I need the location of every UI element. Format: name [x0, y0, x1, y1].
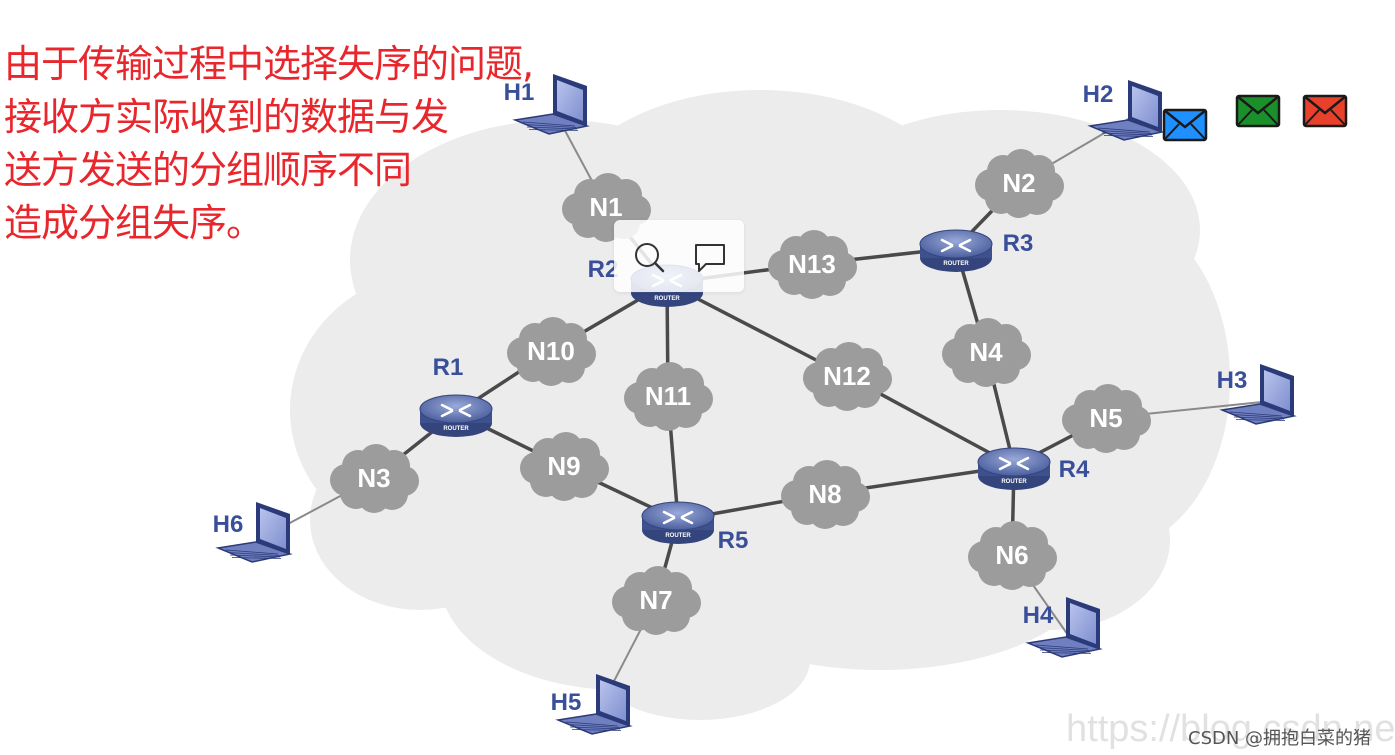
network-label-n2: N2	[1002, 168, 1035, 198]
host-h5: H5	[551, 674, 633, 735]
network-label-n5: N5	[1089, 403, 1122, 433]
router-label-r2: R2	[588, 256, 619, 283]
network-n3: N3	[330, 444, 419, 513]
network-label-n1: N1	[589, 192, 622, 222]
comment-icon[interactable]	[692, 240, 728, 276]
network-n7: N7	[612, 566, 701, 635]
network-n11: N11	[624, 362, 713, 431]
caption-line-2: 接收方实际收到的数据与发	[4, 95, 449, 139]
network-n5: N5	[1062, 384, 1151, 453]
router-label-r3: R3	[1003, 230, 1034, 257]
host-h3: H3	[1217, 364, 1297, 425]
envelopes	[1162, 94, 1348, 142]
host-label-h3: H3	[1217, 367, 1248, 394]
host-h2: H2	[1083, 80, 1165, 141]
router-badge-r3: ROUTER	[943, 261, 969, 267]
router-r5: ROUTER R5	[641, 501, 749, 554]
router-r3: ROUTER R3	[919, 229, 1034, 272]
network-n9: N9	[520, 432, 609, 501]
host-label-h4: H4	[1023, 602, 1054, 629]
background-cloud	[290, 90, 1230, 720]
network-label-n11: N11	[645, 381, 691, 411]
host-label-h5: H5	[551, 689, 582, 716]
router-label-r1: R1	[433, 354, 464, 381]
router-badge-r2: ROUTER	[654, 296, 680, 302]
host-h6: H6	[213, 502, 293, 563]
caption-line-1: 由于传输过程中选择失序的问题,	[4, 42, 534, 86]
network-label-n7: N7	[639, 585, 672, 615]
router-badge-r1: ROUTER	[443, 426, 469, 432]
caption-line-3: 送方发送的分组顺序不同	[4, 148, 412, 192]
network-n10: N10	[507, 317, 596, 386]
network-n4: N4	[942, 318, 1031, 387]
network-label-n6: N6	[995, 540, 1028, 570]
envelope-icon	[1235, 94, 1281, 128]
router-label-r5: R5	[718, 527, 749, 554]
router-badge-r4: ROUTER	[1001, 479, 1027, 485]
network-label-n3: N3	[357, 463, 390, 493]
credit: CSDN @拥抱白菜的猪	[1188, 728, 1372, 749]
host-h1: H1	[504, 74, 590, 135]
network-n2: N2	[975, 149, 1064, 218]
envelope-icon	[1162, 108, 1208, 142]
image-toolbar	[614, 220, 744, 292]
router-r1: ROUTER R1	[419, 354, 493, 437]
network-n8: N8	[781, 460, 870, 529]
host-label-h6: H6	[213, 511, 244, 538]
search-icon[interactable]	[632, 240, 668, 276]
envelope-icon	[1302, 94, 1348, 128]
host-label-h2: H2	[1083, 81, 1114, 108]
host-label-h1: H1	[504, 79, 535, 106]
network-label-n8: N8	[808, 479, 841, 509]
network-label-n10: N10	[527, 336, 575, 366]
network-n1: N1	[562, 173, 651, 242]
nodes: N1N2N3N4N5N6N7N8N9N10N11N12N13ROUTERR1RO…	[213, 74, 1297, 735]
watermark: https://blog.csdn.net/m	[1066, 708, 1395, 750]
caption: 由于传输过程中选择失序的问题, 接收方实际收到的数据与发 送方发送的分组顺序不同…	[4, 38, 534, 250]
network-n12: N12	[803, 342, 892, 411]
network-label-n12: N12	[823, 361, 871, 391]
network-label-n13: N13	[788, 249, 836, 279]
network-label-n9: N9	[547, 451, 580, 481]
host-h4: H4	[1023, 597, 1103, 658]
router-badge-r5: ROUTER	[665, 533, 691, 539]
network-label-n4: N4	[969, 337, 1003, 367]
router-label-r4: R4	[1059, 456, 1090, 483]
router-r4: ROUTER R4	[977, 447, 1090, 490]
network-n6: N6	[968, 521, 1057, 590]
network-n13: N13	[768, 230, 857, 299]
caption-line-4: 造成分组失序。	[4, 201, 264, 245]
